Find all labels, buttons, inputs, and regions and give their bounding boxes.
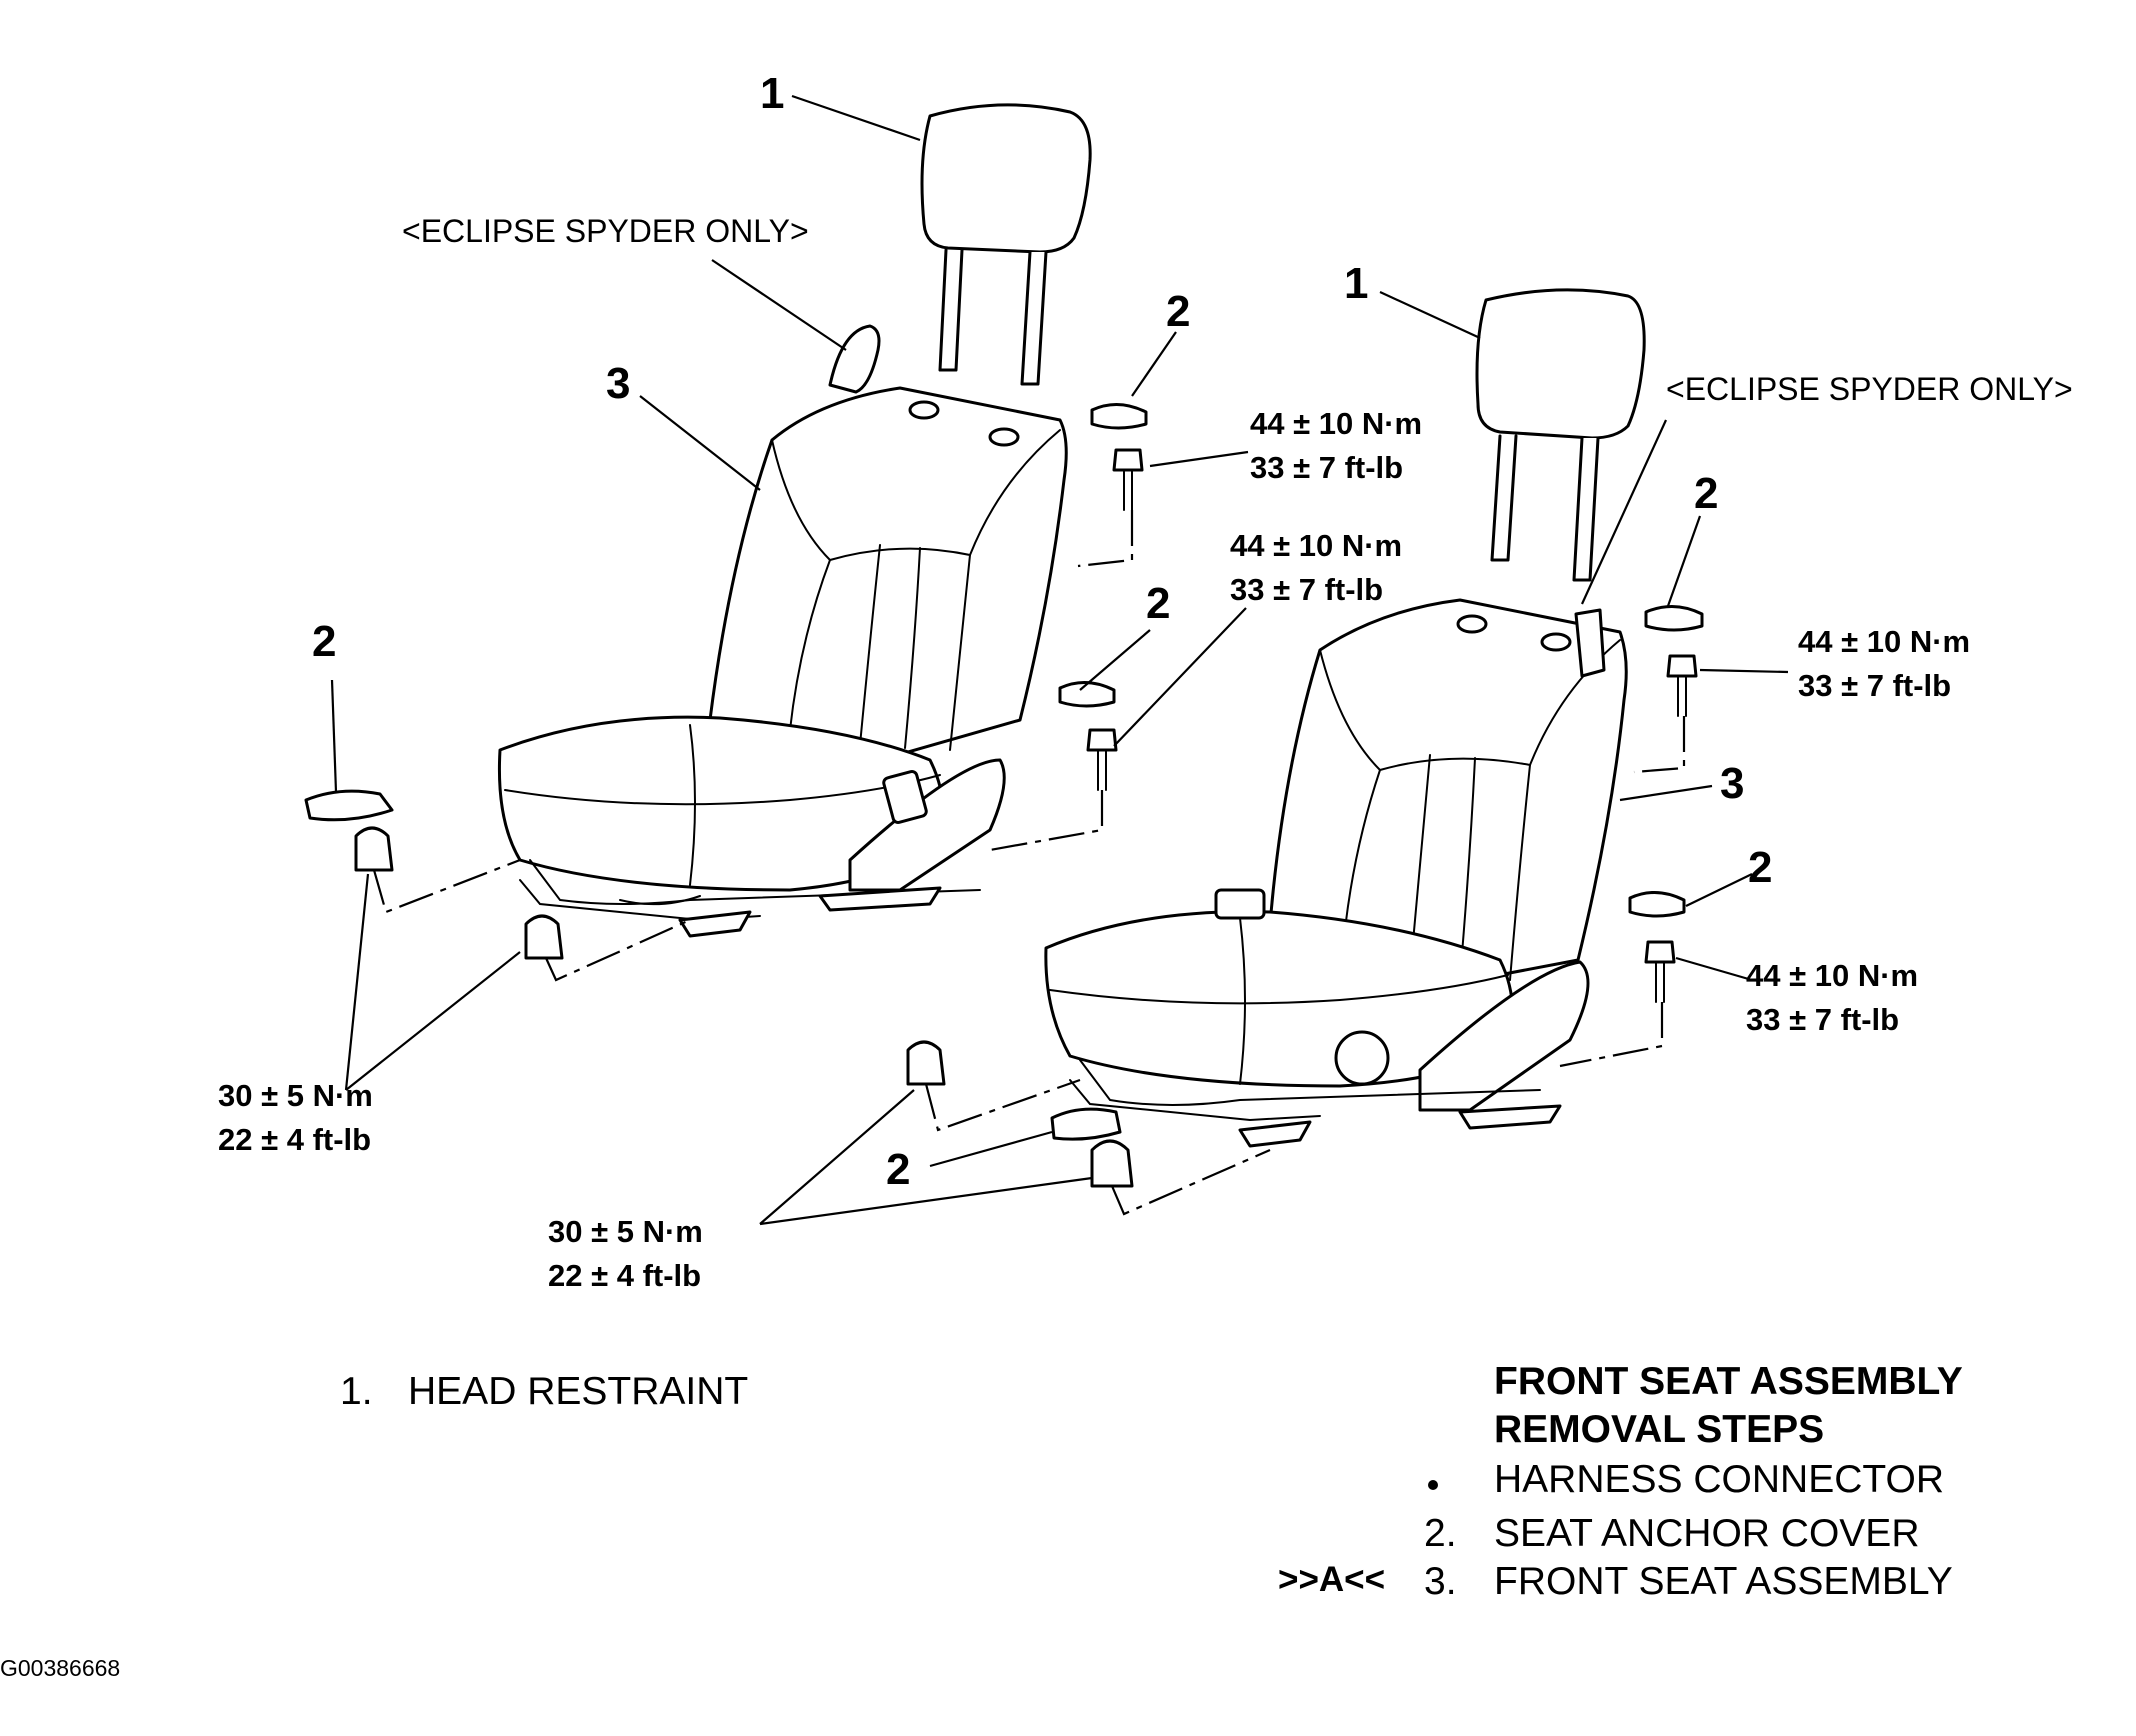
callout-left-seat-assembly: 3 <box>606 359 630 408</box>
left-seat-rear-bolts <box>1058 403 1148 791</box>
right-recliner-knob <box>1334 1030 1390 1086</box>
right-seat-front-anchors <box>906 1040 1134 1188</box>
installation-dashed-paths <box>372 510 1686 1216</box>
callout-right-rear-cover-upper: 2 <box>1694 469 1718 518</box>
left-belt-buckle <box>882 770 928 824</box>
right-seat-rear-bolts <box>1628 605 1704 1003</box>
right-side-trim <box>1418 960 1590 1112</box>
legend-title-line2: REMOVAL STEPS <box>1494 1408 1825 1451</box>
torque-left-rear-lower-nm: 44 ± 10 N·m <box>1230 528 1402 563</box>
right-spyder-handle <box>1574 608 1606 678</box>
variant-note-right: <ECLIPSE SPYDER ONLY> <box>1666 371 2073 407</box>
left-spyder-handle <box>828 324 881 394</box>
variant-note-left: <ECLIPSE SPYDER ONLY> <box>402 213 809 249</box>
callout-right-front-cover: 2 <box>886 1145 910 1194</box>
torque-right-front-nm: 30 ± 5 N·m <box>548 1214 703 1249</box>
torque-left-rear-lower-ftlb: 33 ± 7 ft-lb <box>1230 572 1383 607</box>
callout-right-rear-cover-lower: 2 <box>1748 843 1772 892</box>
torque-right-rear-lower-nm: 44 ± 10 N·m <box>1746 958 1918 993</box>
step-2-label: SEAT ANCHOR COVER <box>1494 1512 1920 1555</box>
callouts: 1 3 2 2 2 1 2 3 2 2 <box>312 69 1772 1194</box>
torque-right-front-ftlb: 22 ± 4 ft-lb <box>548 1258 701 1293</box>
right-head-restraint <box>1475 288 1646 582</box>
callout-left-head-restraint: 1 <box>760 69 784 118</box>
legend-title-line1: FRONT SEAT ASSEMBLY <box>1494 1360 1963 1403</box>
leader-lines <box>330 94 1789 1226</box>
figure-id: G00386668 <box>0 1655 121 1681</box>
torque-specs: 44 ± 10 N·m 33 ± 7 ft-lb 44 ± 10 N·m 33 … <box>218 406 1970 1293</box>
legend-left-label: HEAD RESTRAINT <box>408 1370 749 1413</box>
left-head-restraint <box>920 103 1092 386</box>
torque-left-front-nm: 30 ± 5 N·m <box>218 1078 373 1113</box>
step-3-number: 3. <box>1424 1560 1457 1603</box>
right-seat <box>906 288 1704 1188</box>
right-belt-buckle <box>1214 888 1266 920</box>
callout-right-head-restraint: 1 <box>1344 259 1368 308</box>
callout-left-rear-cover-lower: 2 <box>1146 579 1170 628</box>
callout-right-seat-assembly: 3 <box>1720 759 1744 808</box>
left-seat-front-anchors <box>304 789 564 960</box>
torque-left-front-ftlb: 22 ± 4 ft-lb <box>218 1122 371 1157</box>
left-seat <box>304 103 1148 960</box>
right-seat-rails <box>1069 1059 1562 1148</box>
left-backrest <box>708 386 1068 762</box>
legend-left-number: 1. <box>340 1370 373 1413</box>
callout-left-front-cover: 2 <box>312 617 336 666</box>
torque-left-rear-upper-ftlb: 33 ± 7 ft-lb <box>1250 450 1403 485</box>
step-3-label: FRONT SEAT ASSEMBLY <box>1494 1560 1953 1603</box>
torque-right-rear-lower-ftlb: 33 ± 7 ft-lb <box>1746 1002 1899 1037</box>
torque-left-rear-upper-nm: 44 ± 10 N·m <box>1250 406 1422 441</box>
callout-left-rear-cover-upper: 2 <box>1166 287 1190 336</box>
left-seat-rails <box>519 859 981 938</box>
bullet-icon <box>1428 1480 1438 1490</box>
step-2-number: 2. <box>1424 1512 1457 1555</box>
step-1-label: HARNESS CONNECTOR <box>1494 1458 1945 1501</box>
step-3-marker: >>A<< <box>1278 1560 1386 1599</box>
torque-right-rear-upper-nm: 44 ± 10 N·m <box>1798 624 1970 659</box>
torque-right-rear-upper-ftlb: 33 ± 7 ft-lb <box>1798 668 1951 703</box>
